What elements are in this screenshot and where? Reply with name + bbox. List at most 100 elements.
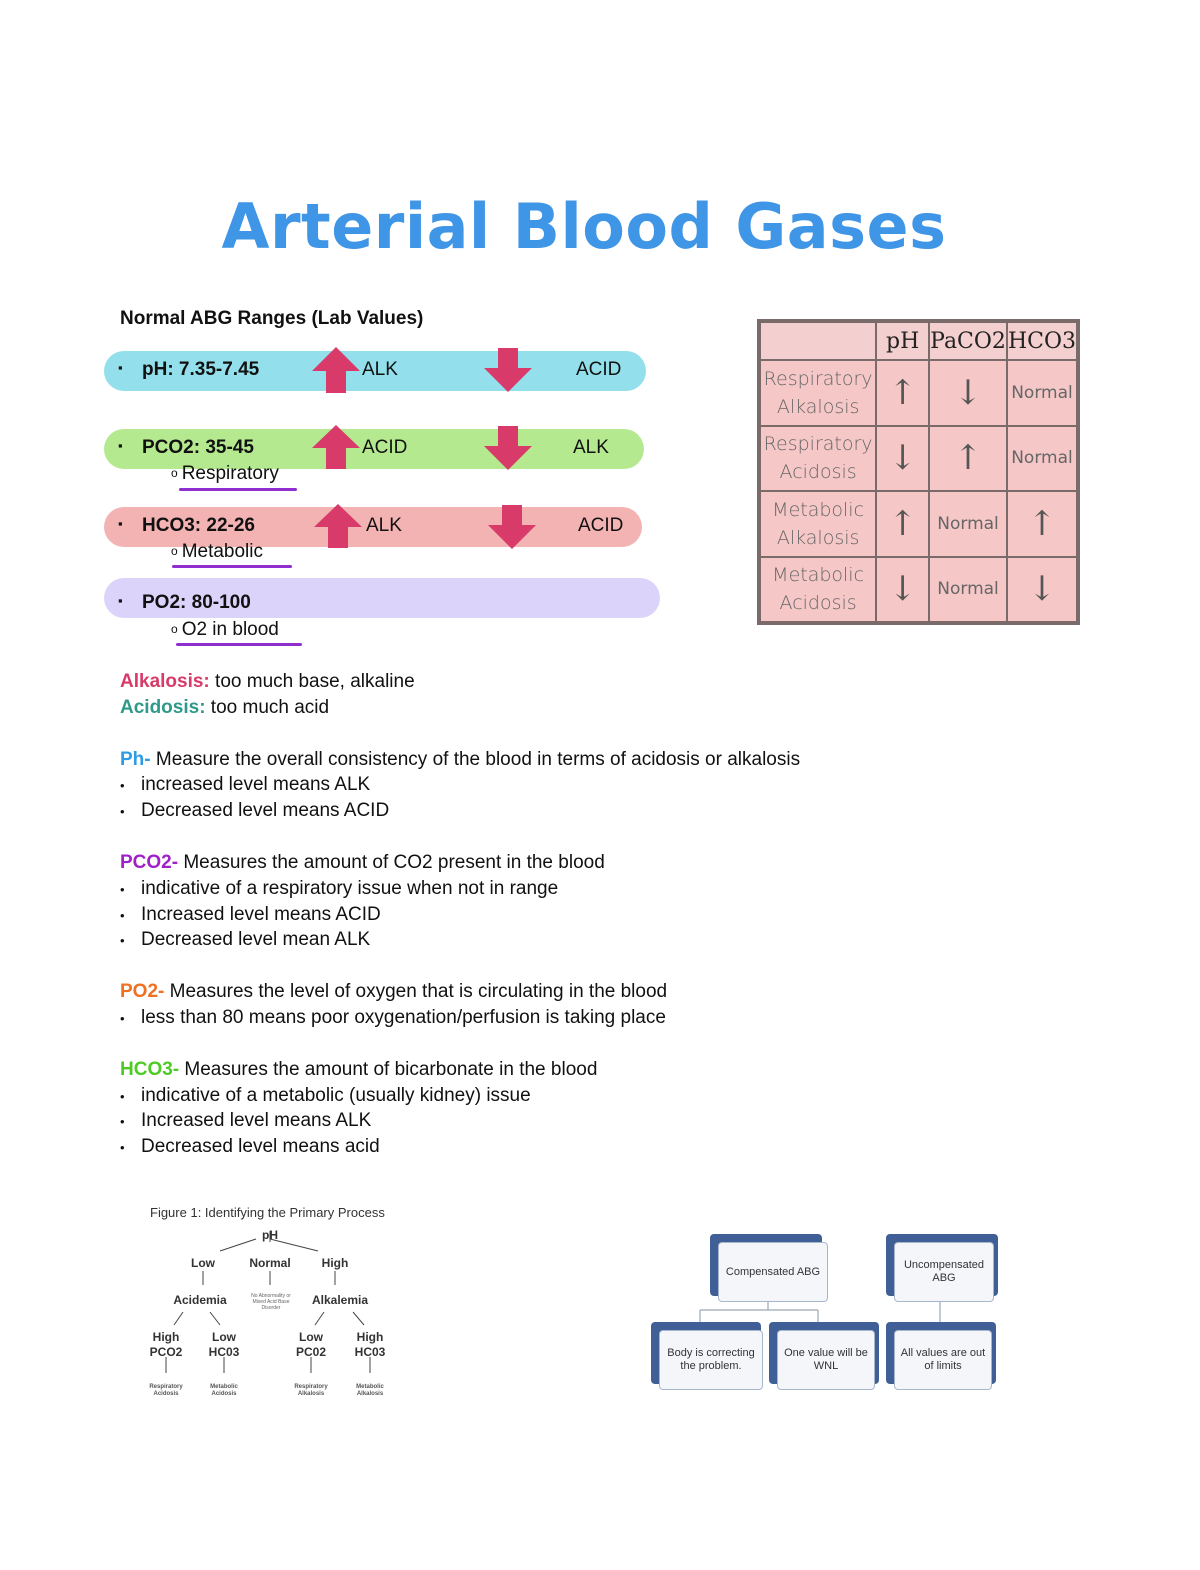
list-item: Decreased level means acid: [120, 1134, 800, 1161]
figure-title: Figure 1: Identifying the Primary Proces…: [150, 1205, 385, 1220]
increase-label: ACID: [362, 437, 408, 458]
node-metabolic-alkalosis: Metabolic Alkalosis: [356, 1384, 384, 1397]
bullet: ▪: [118, 516, 123, 531]
definition-text: too much base, alkaline: [209, 671, 415, 692]
node-low: Low: [191, 1256, 215, 1270]
notes-body: Alkalosis: too much base, alkaline Acido…: [120, 669, 800, 1161]
range-pill-pco2: ▪ PCO2: 35-45 ACID ALK: [104, 429, 644, 469]
figure-primary-process: Figure 1: Identifying the Primary Proces…: [148, 1205, 398, 1405]
node-acidemia: Acidemia: [173, 1293, 227, 1307]
explanation-ph: Ph- Measure the overall consistency of t…: [120, 747, 800, 773]
page-title: Arterial Blood Gases: [221, 190, 947, 263]
arrow-up-icon: [312, 425, 360, 469]
arrow-up-icon: ↑: [875, 359, 931, 427]
arrow-up-icon: ↑: [1005, 490, 1079, 558]
increase-label: ALK: [362, 359, 398, 380]
list-item: Decreased level mean ALK: [120, 927, 800, 954]
increase-label: ALK: [366, 515, 402, 536]
bullet: ▪: [118, 593, 123, 608]
node-low-pco2: Low PC02: [295, 1330, 327, 1359]
arrow-up-icon: [314, 504, 362, 548]
node-respiratory-alkalosis: Respiratory Alkalosis: [294, 1384, 328, 1397]
node-high-hco3: High HC03: [354, 1330, 386, 1359]
explanation-hco3: HCO3- Measures the amount of bicarbonate…: [120, 1057, 800, 1083]
range-label: HCO3: 22-26: [142, 515, 255, 536]
explanation-po2: PO2- Measures the level of oxygen that i…: [120, 979, 800, 1005]
underline: [179, 488, 297, 491]
uncompensated-abg-label: Uncompensated ABG: [894, 1242, 994, 1302]
all-values-label: All values are out of limits: [894, 1330, 992, 1390]
explanation-text: Measures the level of oxygen that is cir…: [164, 981, 668, 1003]
normal-cell: Normal: [928, 555, 1008, 623]
list-item: indicative of a respiratory issue when n…: [120, 876, 800, 903]
explanation-text: Measures the amount of CO2 present in th…: [178, 851, 605, 873]
explanation-text: Measures the amount of bicarbonate in th…: [179, 1058, 598, 1080]
node-normal: Normal: [249, 1256, 291, 1270]
one-value-label: One value will be WNL: [777, 1330, 875, 1390]
list-item: increased level means ALK: [120, 772, 800, 799]
node-respiratory-acidosis: Respiratory Acidosis: [149, 1384, 183, 1397]
figure-connectors: [165, 1231, 371, 1373]
arrow-down-icon: ↓: [928, 359, 1008, 427]
section-heading: Normal ABG Ranges (Lab Values): [120, 308, 424, 329]
range-label: PO2: 80-100: [142, 592, 251, 613]
term: HCO3-: [120, 1058, 180, 1080]
sublabel-text: O2 in blood: [181, 619, 279, 640]
range-label: PCO2: 35-45: [142, 437, 254, 458]
definition-alkalosis: Alkalosis: too much base, alkaline: [120, 669, 800, 695]
term: Acidosis:: [120, 696, 206, 718]
explanation-text: Measure the overall consistency of the b…: [150, 748, 801, 770]
arrow-up-icon: ↑: [928, 424, 1008, 492]
table-corner: [758, 321, 878, 361]
bullet: ▪: [118, 438, 123, 453]
body-correcting-label: Body is correcting the problem.: [659, 1330, 763, 1390]
arrow-down-icon: ↓: [1005, 555, 1079, 623]
node-high: High: [321, 1256, 349, 1270]
node-no-abnormality: No Abnormality or Mixed Acid Base Disord…: [251, 1293, 291, 1311]
range-pill-po2: ▪ PO2: 80-100: [104, 578, 660, 618]
list-item: Increased level means ALK: [120, 1108, 800, 1135]
arrow-up-icon: ↑: [875, 490, 931, 558]
term: Alkalosis:: [120, 671, 210, 692]
underline: [176, 643, 302, 646]
node-metabolic-acidosis: Metabolic Acidosis: [210, 1384, 238, 1397]
range-pill-hco3: ▪ HCO3: 22-26 ALK ACID: [104, 507, 642, 547]
list-item: Decreased level means ACID: [120, 798, 800, 825]
list-item: Increased level means ACID: [120, 902, 800, 929]
bullet: ▪: [118, 360, 123, 375]
column-header: pH: [875, 321, 931, 361]
node-alkalemia: Alkalemia: [311, 1293, 369, 1307]
explanation-pco2: PCO2- Measures the amount of CO2 present…: [120, 850, 800, 876]
normal-cell: Normal: [1005, 424, 1079, 492]
arrow-down-icon: [484, 348, 532, 392]
term: Ph-: [120, 748, 151, 770]
underline: [172, 565, 292, 568]
definition-text: too much acid: [205, 696, 330, 718]
decrease-label: ACID: [578, 515, 624, 536]
node-high-pco2: High PCO2: [149, 1330, 183, 1359]
range-pill-ph: ▪ pH: 7.35-7.45 ALK ACID: [104, 351, 646, 391]
node-ph: pH: [262, 1228, 278, 1242]
range-label: pH: 7.35-7.45: [142, 359, 260, 380]
column-header: HCO3: [1005, 321, 1079, 361]
term: PO2-: [120, 981, 165, 1003]
arrow-down-icon: [484, 426, 532, 470]
sublabel-text: Respiratory: [181, 463, 279, 484]
normal-cell: Normal: [1005, 359, 1079, 427]
definition-acidosis: Acidosis: too much acid: [120, 695, 800, 721]
normal-cell: Normal: [928, 490, 1008, 558]
decrease-label: ALK: [573, 437, 609, 458]
list-item: indicative of a metabolic (usually kidne…: [120, 1083, 800, 1110]
arrow-up-icon: [312, 347, 360, 393]
